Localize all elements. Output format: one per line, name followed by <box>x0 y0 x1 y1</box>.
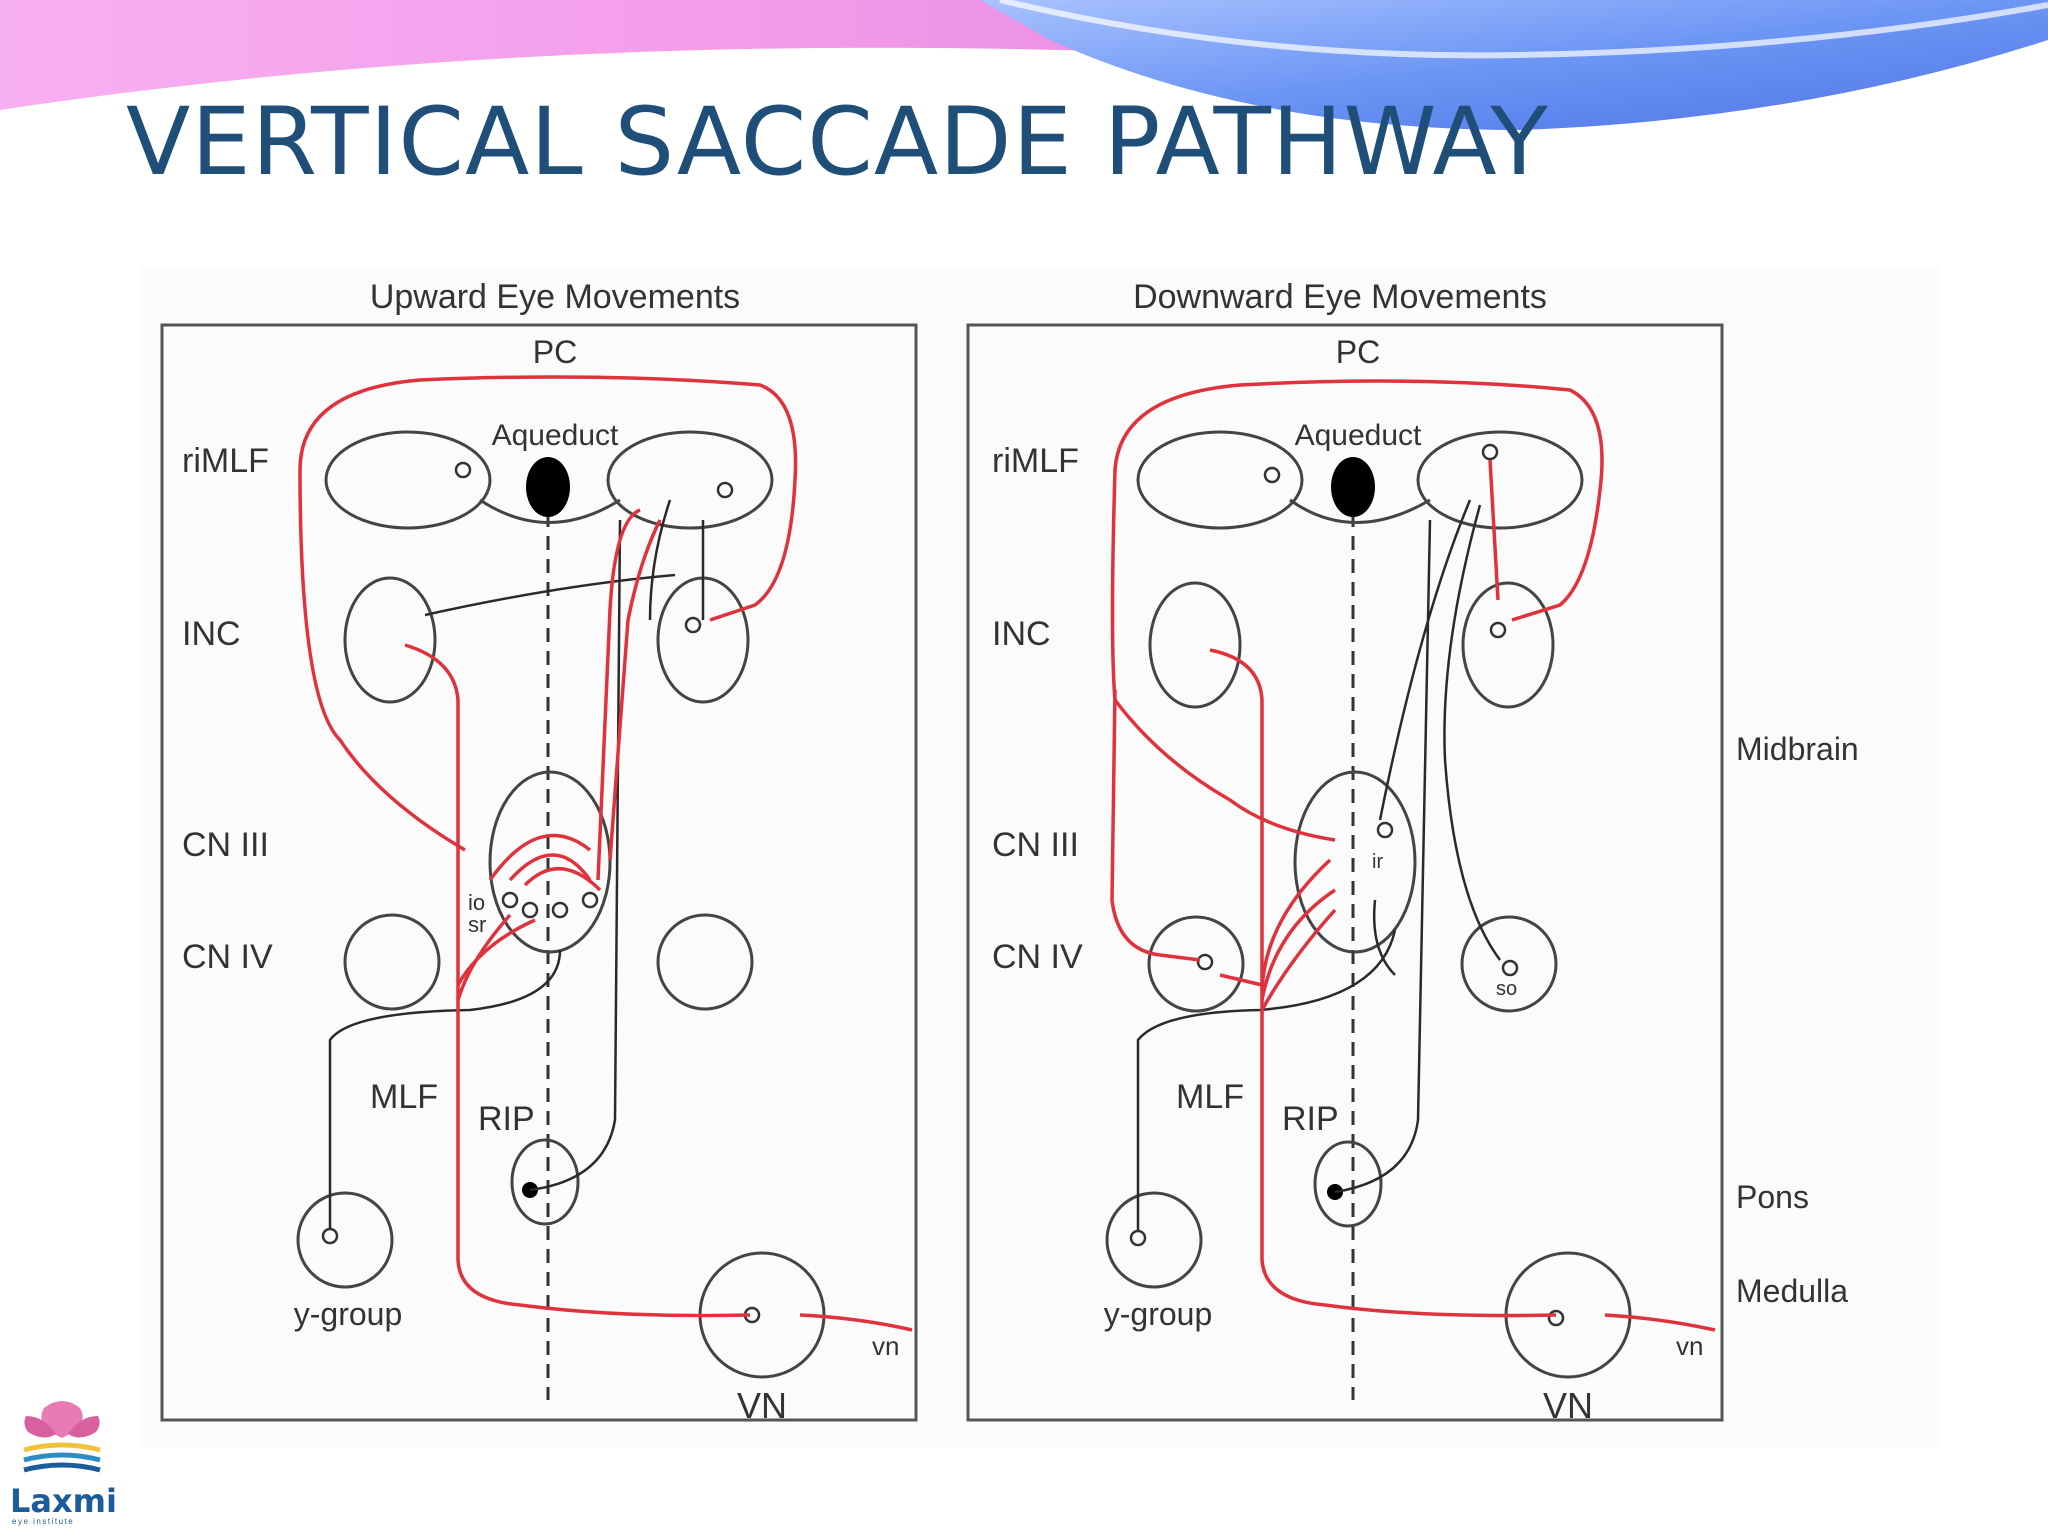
label-vn-small: vn <box>1676 1331 1703 1361</box>
rimlf-bridge <box>1289 498 1431 524</box>
label-ygroup: y-group <box>1104 1296 1213 1332</box>
panel-upward: Upward Eye Movements PC Aqueduct riMLF I… <box>160 278 918 1426</box>
cn4-left <box>343 913 441 1011</box>
inc-right <box>1461 581 1555 709</box>
panel-heading: Upward Eye Movements <box>370 278 740 316</box>
red-pc-loop <box>298 375 798 852</box>
aqueduct-shape <box>1331 457 1375 517</box>
level-medulla: Medulla <box>1736 1273 1848 1309</box>
label-cn3: CN III <box>182 826 269 864</box>
label-vn: VN <box>737 1385 787 1426</box>
cn3-nucleus <box>1293 770 1417 954</box>
rip-nucleus <box>1313 1140 1383 1228</box>
header-band <box>0 0 2048 130</box>
cn4-left <box>1147 915 1245 1013</box>
label-rimlf: riMLF <box>992 442 1079 480</box>
rimlf-right <box>606 430 774 530</box>
aqueduct-label: Aqueduct <box>492 419 619 452</box>
red-inc-descent <box>1209 648 1557 1318</box>
label-cn4: CN IV <box>992 938 1083 976</box>
rip-nucleus <box>510 1138 580 1226</box>
label-io: io <box>468 890 485 915</box>
label-rip: RIP <box>1282 1100 1339 1138</box>
label-vn-small: vn <box>872 1331 899 1361</box>
cn4-right <box>656 913 754 1011</box>
aqueduct-shape <box>526 457 570 517</box>
label-ygroup: y-group <box>294 1296 403 1332</box>
red-inc-descent <box>404 643 751 1318</box>
logo-tagline: eye institute <box>12 1517 75 1526</box>
label-rip: RIP <box>478 1100 535 1138</box>
panel-frame <box>966 323 1724 1422</box>
label-inc: INC <box>992 615 1051 653</box>
panel-frame <box>160 323 918 1422</box>
label-inc: INC <box>182 615 241 653</box>
label-cn4: CN IV <box>182 938 273 976</box>
label-mlf: MLF <box>1176 1078 1244 1116</box>
logo-text: Laxmi <box>10 1482 117 1520</box>
level-midbrain: Midbrain <box>1736 731 1859 767</box>
lotus-logo-icon <box>23 1401 101 1473</box>
pc-label: PC <box>533 334 577 370</box>
panel-downward: Downward Eye Movements PC Aqueduct riMLF… <box>966 278 1724 1426</box>
label-ir: ir <box>1372 851 1383 873</box>
pc-label: PC <box>1336 334 1380 370</box>
label-so: so <box>1496 978 1517 1000</box>
aqueduct-label: Aqueduct <box>1295 419 1422 452</box>
rimlf-bridge <box>479 498 621 524</box>
cn4-right <box>1460 915 1558 1013</box>
rimlf-left <box>1136 430 1304 530</box>
cn3-nucleus <box>488 770 612 954</box>
label-rimlf: riMLF <box>182 442 269 480</box>
label-cn3: CN III <box>992 826 1079 864</box>
label-vn: VN <box>1543 1385 1593 1426</box>
ygroup-nucleus <box>296 1191 394 1289</box>
ygroup-nucleus <box>1105 1191 1203 1289</box>
red-pc-loop <box>1110 379 1604 842</box>
rimlf-left <box>324 430 492 530</box>
inc-left <box>1148 581 1242 709</box>
rimlf-right <box>1416 430 1584 530</box>
level-pons: Pons <box>1736 1179 1809 1215</box>
label-mlf: MLF <box>370 1078 438 1116</box>
inc-left <box>343 576 437 704</box>
label-sr: sr <box>468 912 486 937</box>
slide-title: VERTICAL SACCADE PATHWAY <box>126 88 1549 197</box>
panel-heading: Downward Eye Movements <box>1133 278 1547 316</box>
